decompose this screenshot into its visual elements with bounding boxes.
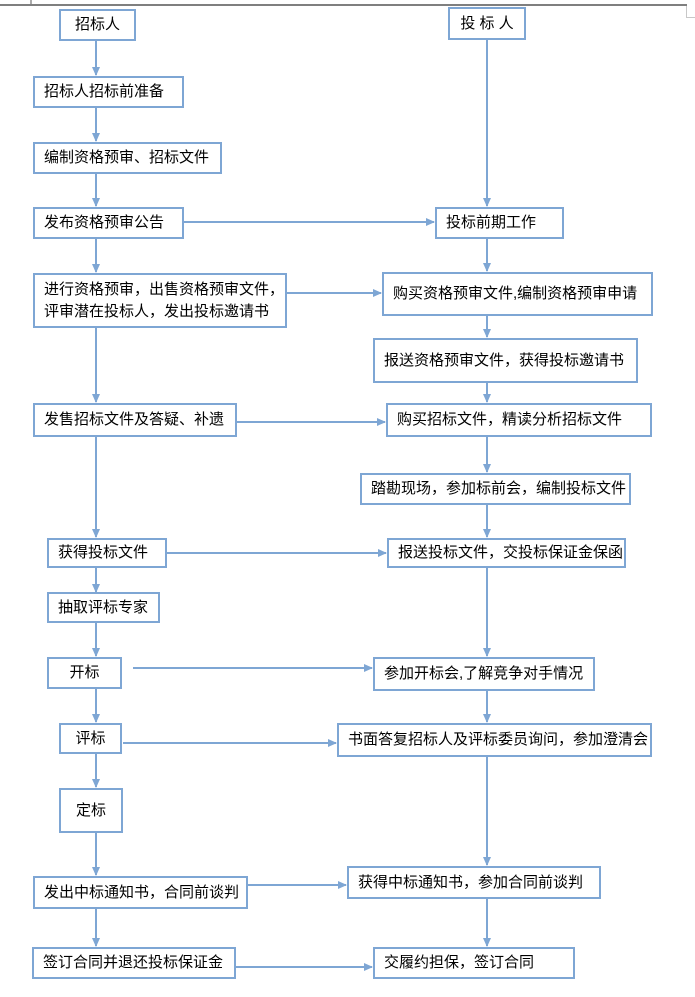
node-label: 购买资格预审文件,编制资格预审申请 [393, 285, 638, 303]
node-award-decision: 定标 [59, 788, 123, 833]
node-receive-award-notice: 获得中标通知书，参加合同前谈判 [347, 866, 601, 899]
node-submit-prequal-docs: 报送资格预审文件，获得投标邀请书 [373, 338, 638, 383]
node-label: 购买招标文件，精读分析招标文件 [397, 411, 623, 429]
node-label: 投标前期工作 [446, 214, 537, 232]
node-bidder-prep: 投标前期工作 [435, 207, 564, 239]
node-label: 进行资格预审，出售资格预审文件， [44, 280, 285, 298]
node-tenderer-prep: 招标人招标前准备 [33, 76, 184, 108]
node-receive-bid-docs: 获得投标文件 [47, 538, 167, 568]
node-label: 定标 [75, 801, 106, 819]
margin-corner-mark [686, 6, 687, 18]
node-label: 报送投标文件，交投标保证金保函 [398, 544, 624, 562]
node-label: 交履约担保，签订合同 [384, 954, 535, 972]
node-label: 参加开标会,了解竞争对手情况 [384, 665, 584, 683]
node-site-visit: 踏勘现场，参加标前会，编制投标文件 [360, 473, 631, 505]
connectors [92, 40, 491, 971]
node-label: 招标人 [74, 16, 120, 34]
node-label: 评标 [75, 729, 106, 747]
node-tenderer: 招标人 [59, 9, 136, 41]
margin-tick [30, 0, 32, 4]
node-label: 书面答复招标人及评标委员询问，参加澄清会 [348, 731, 649, 749]
node-label: 签订合同并退还投标保证金 [43, 954, 224, 972]
node-label: 编制资格预审、招标文件 [44, 149, 210, 167]
node-buy-tender-docs: 购买招标文件，精读分析招标文件 [386, 403, 652, 437]
node-label: 踏勘现场，参加标前会，编制投标文件 [371, 480, 627, 498]
node-submit-bid: 报送投标文件，交投标保证金保函 [387, 538, 626, 568]
node-sign-contract-refund: 签订合同并退还投标保证金 [32, 947, 236, 979]
node-label: 发布资格预审公告 [44, 214, 165, 232]
node-label: 发出中标通知书，合同前谈判 [44, 883, 240, 901]
node-written-reply: 书面答复招标人及评标委员询问，参加澄清会 [337, 723, 652, 757]
node-prepare-docs: 编制资格预审、招标文件 [33, 142, 222, 174]
node-label: 招标人招标前准备 [44, 83, 165, 101]
margin-corner-mark [686, 17, 695, 18]
node-bid-opening: 开标 [47, 657, 122, 689]
node-label: 获得投标文件 [58, 544, 149, 562]
node-conduct-prequal: 进行资格预审，出售资格预审文件， 评审潜在投标人，发出投标邀请书 [33, 273, 287, 328]
node-issue-award-notice: 发出中标通知书，合同前谈判 [33, 876, 248, 909]
node-buy-prequal-docs: 购买资格预审文件,编制资格预审申请 [382, 272, 653, 316]
node-select-experts: 抽取评标专家 [47, 592, 160, 623]
node-bidder: 投 标 人 [448, 7, 526, 40]
node-attend-opening: 参加开标会,了解竞争对手情况 [373, 657, 595, 691]
node-label: 抽取评标专家 [58, 598, 149, 616]
node-label: 报送资格预审文件，获得投标邀请书 [384, 351, 625, 369]
node-issue-tender-docs: 发售招标文件及答疑、补遗 [33, 403, 237, 437]
page-top-edge-line [0, 4, 687, 6]
node-label: 开标 [69, 664, 100, 682]
node-label: 获得中标通知书，参加合同前谈判 [358, 873, 584, 891]
node-publish-prequal-notice: 发布资格预审公告 [33, 207, 184, 239]
node-performance-bond: 交履约担保，签订合同 [373, 947, 575, 979]
node-label: 发售招标文件及答疑、补遗 [44, 411, 225, 429]
node-label: 投 标 人 [460, 14, 514, 32]
node-bid-evaluation: 评标 [59, 723, 122, 754]
node-label: 评审潜在投标人，发出投标邀请书 [44, 302, 270, 320]
